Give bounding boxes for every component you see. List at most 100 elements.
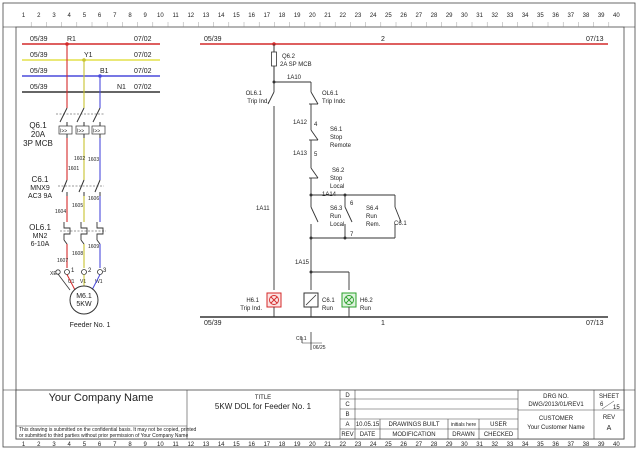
header-modification: MODIFICATION	[392, 432, 435, 438]
inner-frame	[15, 26, 625, 440]
grid-number: 25	[385, 442, 392, 448]
cross-reference: C6.1 06/25	[296, 332, 326, 351]
term-2: 2	[88, 268, 92, 274]
grid-number: 32	[491, 13, 498, 19]
company-name: Your Company Name	[49, 392, 154, 404]
grid-number: 17	[263, 13, 270, 19]
contactor-c61: C6.1 MNX9 AC3 9A	[28, 175, 104, 200]
grid-number: 12	[187, 13, 194, 19]
grid-number: 23	[355, 442, 362, 448]
drawing-number-label: DRG NO.	[543, 394, 569, 400]
grid-number: 30	[461, 13, 468, 19]
grid-number: 33	[507, 13, 514, 19]
h61-desc: Trip Ind.	[240, 306, 262, 312]
sheet-total: 15	[613, 405, 620, 411]
customer-label: CUSTOMER	[539, 416, 574, 422]
mcb-trip-3: I>>	[93, 129, 100, 135]
grid-number: 4	[68, 442, 72, 448]
rev-letter-a: A	[345, 422, 349, 428]
grid-number: 26	[400, 13, 407, 19]
grid-number: 6	[98, 13, 102, 19]
grid-number: 7	[113, 13, 117, 19]
grid-number: 28	[431, 13, 438, 19]
grid-number: 26	[400, 442, 407, 448]
h62-run-lamp: H6.2 Run	[341, 292, 373, 317]
sheet-label: SHEET	[599, 394, 619, 400]
contactor-tag: C6.1	[32, 175, 49, 184]
row-a-date: 10.05.15	[356, 422, 380, 428]
row-a-drawn: initials here	[451, 422, 477, 428]
mcb-tag: Q6.1	[29, 121, 47, 130]
rev-letter-d: D	[345, 393, 350, 399]
ol61-trip-contact: OL6.1 Trip Ind.	[246, 82, 275, 290]
grid-number: 40	[613, 13, 620, 19]
grid-number: 1	[22, 442, 26, 448]
grid-number: 18	[279, 442, 286, 448]
grid-number: 1	[22, 13, 26, 19]
overload-range: 6-10A	[31, 241, 50, 248]
grid-number: 19	[294, 13, 301, 19]
s61-tag: S6.1	[330, 127, 343, 133]
grid-number: 4	[68, 13, 72, 19]
top-rail-to: 07/13	[586, 36, 604, 43]
grid-number: 13	[203, 13, 210, 19]
rail-b1-to: 07/02	[134, 68, 152, 75]
grid-number: 31	[476, 442, 483, 448]
overload-model: MN2	[33, 233, 48, 240]
grid-number: 10	[157, 442, 164, 448]
q62-tag: Q6.2	[282, 54, 296, 60]
grid-number: 39	[598, 13, 605, 19]
grid-number: 34	[522, 13, 529, 19]
rev-label: REV	[603, 415, 615, 421]
grid-number: 24	[370, 442, 377, 448]
h62-tag: H6.2	[360, 298, 373, 304]
grid-number: 40	[613, 442, 620, 448]
customer-name: Your Customer Name	[527, 425, 585, 431]
grid-number: 14	[218, 13, 225, 19]
rail-y1-name: Y1	[84, 52, 93, 59]
grid-number: 30	[461, 442, 468, 448]
rail-n1-name: N1	[117, 84, 126, 91]
wire-1607: 1607	[57, 258, 68, 264]
term-1: 1	[71, 268, 75, 274]
control-circuit: 05/39 2 07/13 05/39 1 07/13 Q6.2 2A SP M…	[200, 36, 608, 351]
rail-n1-to: 07/02	[134, 84, 152, 91]
rail-n1-from: 05/39	[30, 84, 48, 91]
num-6: 6	[350, 201, 354, 207]
grid-number: 23	[355, 13, 362, 19]
rev-letter-c: C	[345, 402, 350, 408]
grid-number: 37	[567, 442, 574, 448]
s62-l1: Stop	[330, 176, 343, 182]
wire-1a15: 1A15	[295, 260, 310, 266]
bottom-rail-num: 1	[381, 320, 385, 327]
wire-1a11: 1A11	[256, 206, 270, 212]
s63-run-local: S6.3 Run Local	[310, 195, 344, 238]
num-7: 7	[350, 232, 354, 238]
grid-number: 22	[339, 13, 346, 19]
grid-number: 35	[537, 442, 544, 448]
grid-number: 19	[294, 442, 301, 448]
grid-number: 37	[567, 13, 574, 19]
grid-number: 10	[157, 13, 164, 19]
wire-1603: 1603	[88, 157, 99, 163]
grid-number: 9	[144, 442, 148, 448]
grid-number: 15	[233, 442, 240, 448]
bottom-rail-from: 05/39	[204, 320, 222, 327]
drawing-number: DWG/2013/01/REV1	[528, 402, 584, 408]
overload-ol61: OL6.1 MN2 6-10A	[29, 222, 106, 248]
grid-number: 15	[233, 13, 240, 19]
term-w1: W1	[95, 279, 103, 285]
ol61-desc: Trip Ind.	[247, 99, 269, 105]
wire-1604: 1604	[55, 209, 66, 215]
disclaimer-line1: This drawing is submitted on the confide…	[19, 427, 197, 433]
overload-tag: OL6.1	[29, 223, 51, 232]
grid-number: 11	[172, 13, 179, 19]
c61coil-desc: Run	[322, 306, 333, 312]
header-checked: CHECKED	[484, 432, 514, 438]
s61-stop-remote: S6.1 Stop Remote	[309, 124, 352, 168]
s63-l2: Local	[330, 222, 344, 228]
ol61b-desc: Trip Indc	[322, 99, 345, 105]
grid-number: 38	[583, 13, 590, 19]
